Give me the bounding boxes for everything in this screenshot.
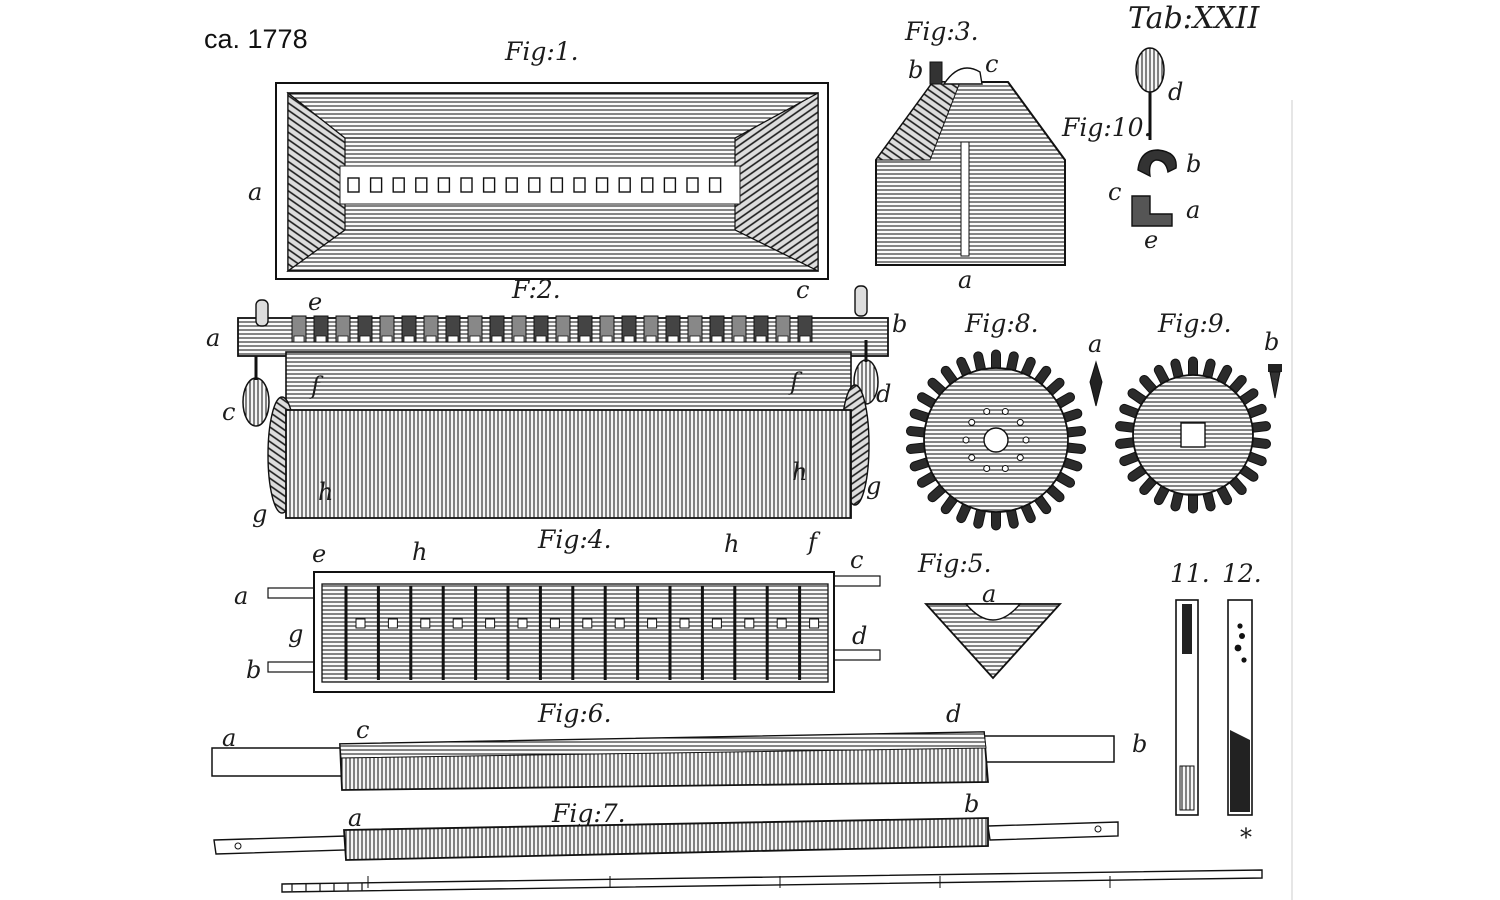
- fig-11-strip: 11.: [1170, 559, 1210, 816]
- fig-6-letter-d: d: [946, 700, 961, 728]
- fig-10-letter-b: b: [1186, 150, 1201, 178]
- fig-3-letter-b: b: [908, 56, 923, 84]
- fig-4-letter-a: a: [234, 582, 248, 610]
- fig-9-letter-b: b: [1264, 328, 1279, 356]
- fig-2-machine: F:2. a b c c d e f f g g: [206, 275, 907, 528]
- fig-4-letter-f: f: [806, 528, 821, 556]
- fig-2-title: F:2.: [511, 275, 561, 304]
- fig-4-letter-e: e: [312, 540, 326, 568]
- fig-5-title: Fig:5.: [917, 549, 992, 578]
- fig-2-keys: [291, 315, 813, 343]
- fig-3-letter-c: c: [985, 50, 998, 78]
- fig-2-letter-h-right: h: [792, 458, 807, 486]
- fig-12-strip: 12. ⁎: [1222, 559, 1262, 844]
- fig-7-letter-b: b: [964, 790, 979, 818]
- fig-8-gear: Fig:8. a: [905, 309, 1103, 531]
- fig-8-letter-a: a: [1088, 330, 1102, 358]
- fig-10-letter-d: d: [1168, 78, 1183, 106]
- fig-1-trough: Fig:1. a: [248, 37, 829, 280]
- fig-6-roller: Fig:6. a b c d: [211, 699, 1147, 791]
- plate-tab-label: Tab:XXII: [1128, 1, 1260, 36]
- scale-rod: [281, 100, 1293, 900]
- fig-5-letter-a: a: [982, 580, 996, 608]
- fig-1-letter-a: a: [248, 178, 262, 206]
- fig-9-gear: Fig:9. b: [1115, 309, 1282, 514]
- fig-4-letter-c: c: [850, 546, 863, 574]
- fig-7-title: Fig:7.: [551, 799, 626, 828]
- fig-10-letter-a: a: [1186, 196, 1200, 224]
- scale-ticks: [291, 876, 1111, 891]
- fig-2-letter-h-left: h: [318, 478, 333, 506]
- fig-1-slots: [347, 177, 722, 193]
- fig-6-letter-b: b: [1132, 730, 1147, 758]
- fig-3-title: Fig:3.: [904, 17, 979, 46]
- fig-2-letter-a: a: [206, 324, 220, 352]
- fig-6-title: Fig:6.: [537, 699, 612, 728]
- fig-8-title: Fig:8.: [964, 309, 1039, 338]
- fig-1-title: Fig:1.: [504, 37, 579, 66]
- fig-4-letter-h-right: h: [724, 530, 739, 558]
- fig-9-title: Fig:9.: [1157, 309, 1232, 338]
- fig-10-letter-c: c: [1108, 178, 1121, 206]
- fig-4-letter-g: g: [288, 620, 303, 648]
- fig-6-letter-a: a: [222, 724, 236, 752]
- fig-10-title: Fig:10.: [1061, 113, 1152, 142]
- fig-4-letter-d: d: [852, 622, 867, 650]
- fig-4-letter-h-left: h: [412, 538, 427, 566]
- fig-7-shaft: Fig:7. a b: [213, 790, 1119, 861]
- fig-2-letter-c-top: c: [796, 276, 809, 304]
- fig-4-letter-b: b: [246, 656, 261, 684]
- fig-4-ribs: [344, 586, 820, 680]
- fig-6-letter-c: c: [356, 716, 369, 744]
- fig-2-letter-g-left: g: [252, 500, 267, 528]
- fig-12-title: 12.: [1222, 559, 1262, 588]
- fig-11-title: 11.: [1170, 559, 1210, 588]
- fig-2-letter-c-left: c: [222, 398, 235, 426]
- fig-2-letter-e: e: [308, 288, 322, 316]
- fig-7-letter-a: a: [348, 804, 362, 832]
- fig-5-wedge: Fig:5. a: [917, 549, 1063, 680]
- fig-10-letter-e: e: [1144, 226, 1158, 254]
- fig-2-letter-d: d: [876, 380, 891, 408]
- fig-4-title: Fig:4.: [537, 525, 612, 554]
- fig-10-clip: Tab:XXII Fig:10. d b c a e: [1061, 1, 1260, 254]
- svg-text:⁎: ⁎: [1240, 816, 1252, 844]
- gear-8-holes: [962, 407, 1030, 473]
- fig-4-frame: Fig:4. e h h f a b c d g: [234, 525, 881, 693]
- fig-3-letter-a: a: [958, 266, 972, 294]
- fig-2-letter-b: b: [892, 310, 907, 338]
- fig-3-block: Fig:3. b c a: [875, 17, 1066, 294]
- date-caption: ca. 1778: [204, 24, 308, 54]
- fig-2-letter-g-right: g: [866, 472, 881, 500]
